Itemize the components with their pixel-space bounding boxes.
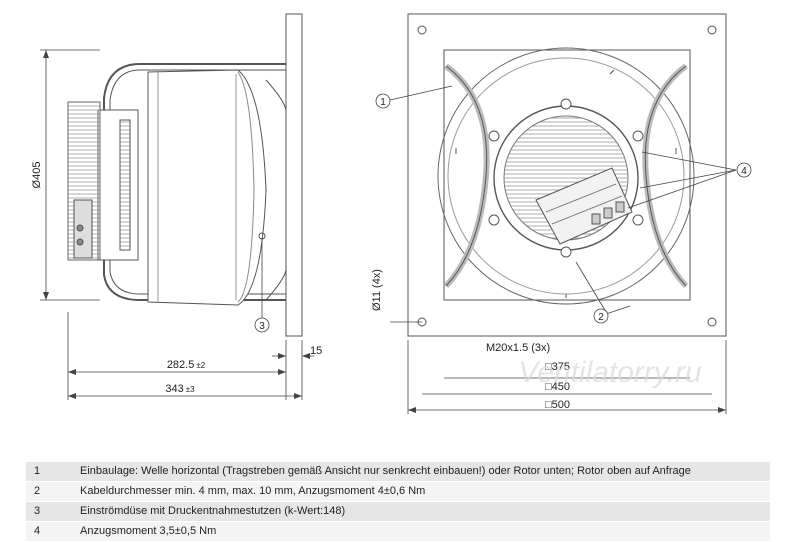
watermark: Ventilatorry.ru	[518, 356, 702, 389]
note-row: 1 Einbaulage: Welle horizontal (Tragstre…	[26, 462, 770, 481]
callout-2: 2	[593, 308, 609, 324]
note-row: 3 Einströmdüse mit Druckentnahmestutzen …	[26, 502, 770, 521]
side-view-dimensions	[40, 49, 314, 400]
front-view-dimensions	[389, 85, 737, 414]
callout-1: 1	[375, 93, 391, 109]
callout-3: 3	[254, 317, 270, 333]
note-text: Kabeldurchmesser min. 4 mm, max. 10 mm, …	[80, 485, 426, 497]
side-view	[67, 13, 303, 337]
technical-drawing: Ø405 282.5±2 343±3 15 3	[31, 13, 752, 414]
side-view-arrows	[43, 50, 310, 399]
note-row: 2 Kabeldurchmesser min. 4 mm, max. 10 mm…	[26, 482, 770, 501]
svg-text:4: 4	[741, 166, 747, 177]
front-view	[407, 13, 727, 337]
dim-square-375: □375	[545, 361, 570, 373]
note-row: 4 Anzugsmoment 3,5±0,5 Nm	[26, 522, 770, 541]
dim-gland: M20x1.5 (3x)	[486, 342, 550, 354]
note-number: 4	[34, 525, 41, 537]
note-text: Anzugsmoment 3,5±0,5 Nm	[80, 525, 217, 537]
svg-text:2: 2	[598, 312, 604, 323]
note-text: Einbaulage: Welle horizontal (Tragstrebe…	[80, 465, 691, 477]
dim-hole: Ø11 (4x)	[371, 269, 383, 311]
note-number: 2	[34, 485, 41, 497]
note-text: Einströmdüse mit Druckentnahmestutzen (k…	[80, 505, 346, 517]
dim-diameter: Ø405	[31, 162, 43, 189]
dim-15: 15	[310, 345, 322, 357]
svg-text:1: 1	[380, 97, 386, 108]
front-view-arrows	[408, 407, 726, 413]
svg-text:3: 3	[259, 321, 265, 332]
callout-4: 4	[736, 162, 752, 178]
note-number: 3	[34, 505, 41, 517]
dim-282-5: 282.5±2	[167, 359, 206, 371]
dim-343: 343±3	[165, 383, 195, 395]
notes-table: 1 Einbaulage: Welle horizontal (Tragstre…	[26, 462, 770, 542]
dim-square-500: □500	[545, 399, 570, 411]
note-number: 1	[34, 465, 41, 477]
dim-square-450: □450	[545, 381, 570, 393]
